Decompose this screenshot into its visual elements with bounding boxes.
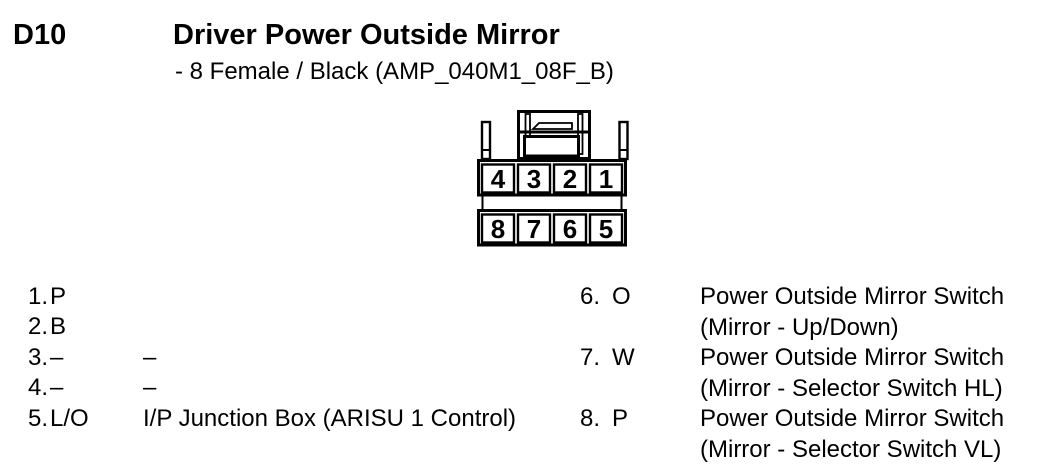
wire-color: P [50,282,67,310]
pin-row-1: 1.P [28,281,143,312]
pin-cavity-label: 3 [527,164,541,194]
pin-cavity-label: 1 [599,164,613,194]
pin-number: 2. [28,313,49,340]
pin-number: 4. [28,374,49,401]
pin-cavity-label: 6 [563,214,577,244]
pin-cavity-8 [480,213,516,244]
connector-subtitle: - 8 Female / Black (AMP_040M1_08F_B) [175,58,614,85]
pin-number: 8. [580,404,601,432]
wire-color: P [612,404,629,432]
wire-color: L/O [50,404,89,432]
latch-rib-right [577,113,584,155]
wire-color: – [50,374,64,401]
pin-description: – [143,374,157,401]
pin-number: 1. [28,282,49,310]
pin-row-5: 5.L/O I/P Junction Box (ARISU 1 Control) [28,403,516,434]
pin-row-8: 8. P Power Outside Mirror Switch (Mirror - … [580,403,1004,465]
pin-cavity-5 [588,213,624,244]
pin-cavity-label: 5 [599,214,613,244]
page-title: Driver Power Outside Mirror [173,19,560,51]
pin-cavity-label: 4 [491,164,506,194]
pin-number: 3. [28,343,49,371]
wire-color: – [50,343,64,371]
latch-wedge [530,122,573,130]
pin-row-4: 4.–– [28,372,156,403]
pin-description: I/P Junction Box (ARISU 1 Control) [143,404,517,432]
pin-description-line1: Power Outside Mirror Switch [700,343,1005,371]
mounting-tab-right [618,120,629,161]
pin-description: Power Outside Mirror Switch (Mirror - Sel… [700,403,1004,465]
pin-number: 5. [28,404,49,432]
pin-description-line2: (Mirror - Selector Switch VL) [700,435,1002,463]
pin-cavity-label: 8 [491,214,505,244]
pin-description-line1: Power Outside Mirror Switch [700,404,1005,432]
pin-description-line1: Power Outside Mirror Switch [700,282,1005,310]
wire-color: O [612,282,631,310]
pin-cavity-label: 7 [527,214,541,244]
pin-row-7: 7. W Power Outside Mirror Switch (Mirror - … [580,342,1004,404]
connector-diagram: 4 3 2 1 8 7 6 5 [477,110,629,247]
pin-cavity-4 [480,163,516,194]
connector-id: D10 [13,19,67,51]
pin-number: 6. [580,282,601,310]
pin-row-3: 3.–– [28,342,156,373]
mounting-tab-left [480,120,492,161]
pin-cavity-3 [516,163,552,194]
pin-cavity-2 [552,163,588,194]
pin-number: 7. [580,343,601,371]
pin-cavity-1 [588,163,624,194]
pin-cavity-7 [516,213,552,244]
pin-description: Power Outside Mirror Switch (Mirror - Sel… [700,342,1004,404]
pin-description-line2: (Mirror - Selector Switch HL) [700,374,1003,402]
pin-row-2: 2.B [28,311,143,342]
pin-description-line2: (Mirror - Up/Down) [700,313,899,341]
wire-color: W [612,343,635,371]
pin-row-6: 6. O Power Outside Mirror Switch (Mirror - … [580,281,1004,343]
latch-inner-box [523,135,580,158]
pin-cavity-label: 2 [563,164,577,194]
wire-color: B [50,313,67,340]
pin-description: Power Outside Mirror Switch (Mirror - Up/… [700,281,1004,343]
pin-cavity-6 [552,213,588,244]
pin-description: – [143,343,157,371]
